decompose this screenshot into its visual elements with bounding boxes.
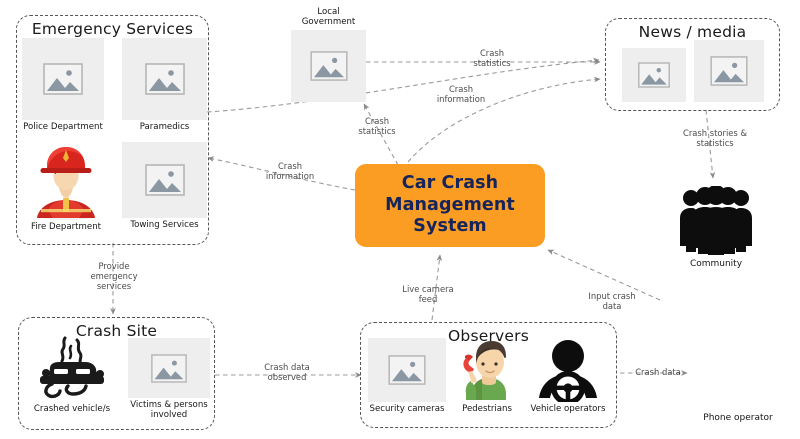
- node-label-victims-persons-involved: Victims & persons involved: [130, 400, 208, 421]
- node-crashed-vehicles[interactable]: Crashed vehicle/s: [24, 336, 120, 414]
- person-on-phone-icon: [456, 338, 518, 402]
- node-label-paramedics: Paramedics: [139, 122, 190, 132]
- node-phone-operator[interactable]: Phone operator: [690, 395, 786, 424]
- node-towing-services[interactable]: Towing Services: [122, 142, 207, 230]
- broken-image-placeholder-icon: [694, 40, 764, 102]
- node-label-local-government: Local Government: [301, 7, 356, 27]
- node-security-cameras[interactable]: Security cameras: [368, 338, 446, 414]
- broken-image-placeholder-icon: [22, 38, 104, 120]
- broken-image-placeholder-icon: [622, 48, 686, 102]
- node-label-pedestrians: Pedestrians: [462, 404, 512, 414]
- node-community[interactable]: Community: [678, 185, 754, 270]
- node-label-towing-services: Towing Services: [130, 220, 199, 230]
- edge-label-provide-emergency-services: Provide emergency services: [90, 261, 138, 292]
- people-group-icon: [678, 185, 754, 257]
- node-label-police-department: Police Department: [23, 122, 103, 132]
- node-fire-department[interactable]: Fire Department: [22, 142, 110, 232]
- center-title-line-1: Car Crash: [401, 173, 499, 194]
- node-victims-persons-involved[interactable]: Victims & persons involved: [128, 338, 210, 420]
- group-emergency-services: Emergency Services: [16, 15, 209, 245]
- edge-label-crash-information-to-news: Crash information: [436, 84, 486, 105]
- node-label-security-cameras: Security cameras: [369, 404, 445, 414]
- node-news-media-item-1[interactable]: [622, 48, 686, 102]
- group-news-media: News / media: [605, 18, 780, 111]
- group-title-observers: Observers: [448, 327, 529, 345]
- group-title-news-media: News / media: [638, 23, 747, 41]
- node-label-crashed-vehicles: Crashed vehicle/s: [33, 404, 111, 414]
- edge-label-crash-data-observed: Crash data observed: [264, 362, 310, 383]
- driver-steering-wheel-icon: [526, 338, 610, 402]
- broken-image-placeholder-icon: [368, 338, 446, 402]
- node-label-vehicle-operators: Vehicle operators: [530, 404, 606, 414]
- node-label-fire-department: Fire Department: [30, 222, 102, 232]
- broken-image-placeholder-icon: [122, 38, 207, 120]
- group-title-emergency-services: Emergency Services: [31, 20, 194, 38]
- edge-label-live-camera-feed: Live camera feed: [402, 284, 454, 305]
- crashed-car-icon: [24, 336, 120, 402]
- edge-label-crash-stories-statistics-to-community: Crash stories & statistics: [682, 128, 747, 149]
- edge-label-input-crash-data: Input crash data: [588, 291, 636, 312]
- edge-label-crash-statistics-to-news: Crash statistics: [473, 48, 511, 69]
- node-police-department[interactable]: Police Department: [22, 38, 104, 132]
- node-paramedics[interactable]: Paramedics: [122, 38, 207, 132]
- group-crash-site: Crash Site: [18, 317, 215, 430]
- broken-image-placeholder-icon: [128, 338, 210, 398]
- node-car-crash-management-system[interactable]: Car Crash Management System: [355, 164, 545, 247]
- node-label-phone-operator: Phone operator: [703, 413, 773, 423]
- center-title-line-2: Management: [385, 194, 515, 215]
- edge-emergency-to-news: [206, 57, 600, 113]
- group-title-crash-site: Crash Site: [75, 322, 158, 340]
- edge-label-crash-data-to-phone-operator: Crash data: [635, 367, 681, 377]
- edge-label-crash-information-to-emergency: Crash information: [265, 161, 315, 182]
- center-title-line-3: System: [413, 216, 487, 237]
- node-news-media-item-2[interactable]: [694, 40, 764, 102]
- edge-label-crash-statistics-to-local-government: Crash statistics: [358, 116, 396, 137]
- group-observers: Observers: [360, 322, 617, 428]
- node-pedestrians[interactable]: Pedestrians: [456, 338, 518, 414]
- node-vehicle-operators[interactable]: Vehicle operators: [526, 338, 610, 414]
- node-label-community: Community: [689, 259, 743, 269]
- missing-icon: [690, 395, 786, 411]
- broken-image-placeholder-icon: [122, 142, 207, 218]
- node-local-government[interactable]: Local Government: [291, 7, 366, 102]
- broken-image-placeholder-icon: [291, 29, 366, 102]
- firefighter-icon: [22, 142, 110, 220]
